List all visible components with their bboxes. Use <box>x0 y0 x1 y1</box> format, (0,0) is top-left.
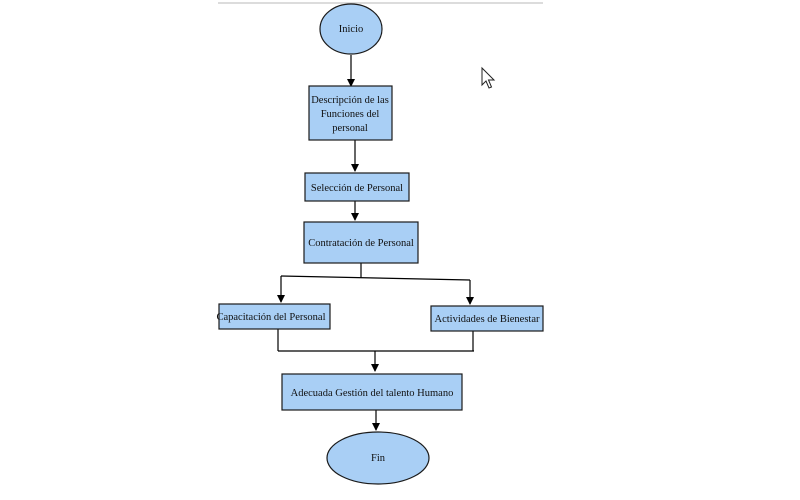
node-end: Fin <box>326 431 430 485</box>
node-selection-label: Selección de Personal <box>311 183 403 194</box>
node-start-label: Inicio <box>339 24 364 35</box>
node-selection: Selección de Personal <box>304 172 410 202</box>
node-description: Descripción de las Funciones del persona… <box>308 85 393 141</box>
nodes: Inicio Descripción de las Funciones del … <box>216 3 544 485</box>
node-training: Capacitación del Personal <box>216 303 331 330</box>
mouse-pointer-icon <box>481 66 496 89</box>
node-welfare-label: Actividades de Bienestar <box>435 314 540 325</box>
node-management: Adecuada Gestión del talento Humano <box>281 373 463 411</box>
node-description-label-line-3: personal <box>332 123 368 134</box>
node-description-label-line-1: Descripción de las <box>311 95 389 106</box>
node-hiring-label: Contratación de Personal <box>308 238 414 249</box>
node-welfare: Actividades de Bienestar <box>430 305 544 332</box>
node-training-label: Capacitación del Personal <box>216 312 325 323</box>
node-end-label: Fin <box>371 453 386 464</box>
connector-split-bar <box>280 275 471 281</box>
node-start: Inicio <box>319 3 383 55</box>
connectors <box>277 55 474 431</box>
node-management-label: Adecuada Gestión del talento Humano <box>291 388 454 399</box>
node-hiring: Contratación de Personal <box>303 221 419 264</box>
node-description-label-line-2: Funciones del <box>321 109 380 120</box>
